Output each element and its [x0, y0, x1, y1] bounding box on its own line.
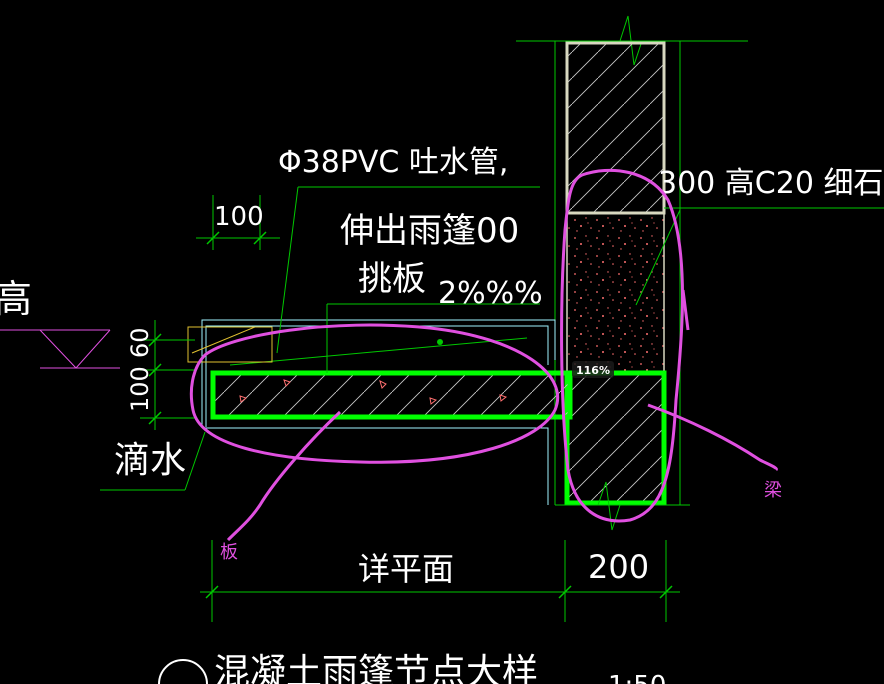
drawing-title: 混凝土雨篷节点大样: [214, 652, 538, 684]
drawing-scale: 1:50: [608, 671, 666, 684]
beam: [564, 370, 667, 506]
canopy-slab: [187, 303, 573, 505]
detail-number-circle: [158, 659, 208, 684]
slab: [210, 370, 573, 420]
leaders: [0, 186, 680, 622]
dim-100-top: 100: [214, 202, 264, 232]
c20-concrete-band: [566, 212, 665, 374]
masonry-block: [565, 41, 666, 215]
dim-100-side: 100: [126, 366, 154, 412]
beam-circle: [560, 168, 684, 523]
wall-column: [516, 15, 884, 531]
cad-text: Φ38PVC 吐水管, 伸出雨篷00 挑板 2%%% 300 高C20 细石 高…: [0, 145, 883, 684]
slab-annotation: 板: [220, 542, 238, 563]
slab-leader: [226, 410, 342, 542]
zoom-badge: 116%: [572, 361, 614, 378]
hand-annotations: 板 梁: [189, 168, 782, 563]
break-mark-bottom: [597, 481, 621, 531]
pvc-pipe: [187, 326, 273, 363]
zoom-badge-text: 116%: [576, 364, 610, 377]
slab-note: 挑板: [358, 259, 426, 299]
beam-annotation: 梁: [764, 480, 782, 501]
drip-label: 滴水: [114, 440, 186, 481]
dim-60: 60: [126, 327, 154, 358]
c20-note: 300 高C20 细石: [658, 166, 883, 201]
slope-note: 2%%%: [438, 276, 543, 311]
slab-circle: [189, 323, 560, 464]
dim-200: 200: [588, 548, 649, 586]
pipe-note: Φ38PVC 吐水管,: [278, 145, 508, 180]
beam-leader: [647, 403, 778, 472]
height-left-label: 高: [0, 277, 32, 321]
detail-plan-label: 详平面: [358, 550, 454, 588]
extend-note: 伸出雨篷00: [340, 211, 519, 251]
c20-leader: [635, 209, 681, 306]
